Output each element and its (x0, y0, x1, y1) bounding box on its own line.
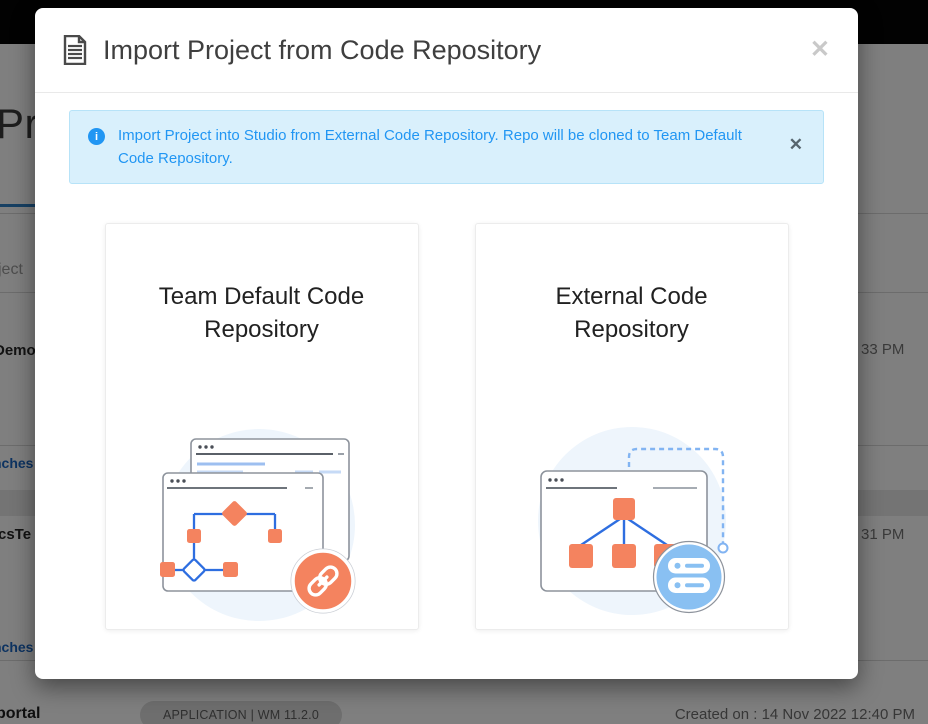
card-title: External Code Repository (555, 283, 708, 343)
info-alert: i Import Project into Studio from Extern… (69, 110, 824, 184)
dialog-close-button[interactable]: ✕ (809, 36, 830, 63)
info-icon: i (88, 128, 105, 145)
dialog-header: Import Project from Code Repository ✕ (35, 8, 858, 93)
card-team-default-code-repository[interactable]: Team Default Code Repository (104, 223, 419, 630)
document-icon (63, 35, 87, 65)
external-repo-server-illustration (537, 427, 728, 615)
alert-message: Import Project into Studio from External… (118, 127, 742, 167)
card-title: Team Default Code Repository (158, 283, 365, 343)
card-external-code-repository[interactable]: External Code Repository (474, 223, 789, 630)
alert-close-button[interactable]: ✕ (788, 135, 803, 154)
repository-options: Team Default Code Repository (35, 223, 858, 630)
browser-window-front-flowchart (159, 472, 324, 592)
server-icon (652, 540, 725, 614)
import-project-dialog: Import Project from Code Repository ✕ i … (35, 8, 858, 679)
link-icon (290, 548, 355, 614)
linked-windows-flowchart-illustration (159, 429, 355, 621)
dialog-title: Import Project from Code Repository (103, 34, 542, 65)
